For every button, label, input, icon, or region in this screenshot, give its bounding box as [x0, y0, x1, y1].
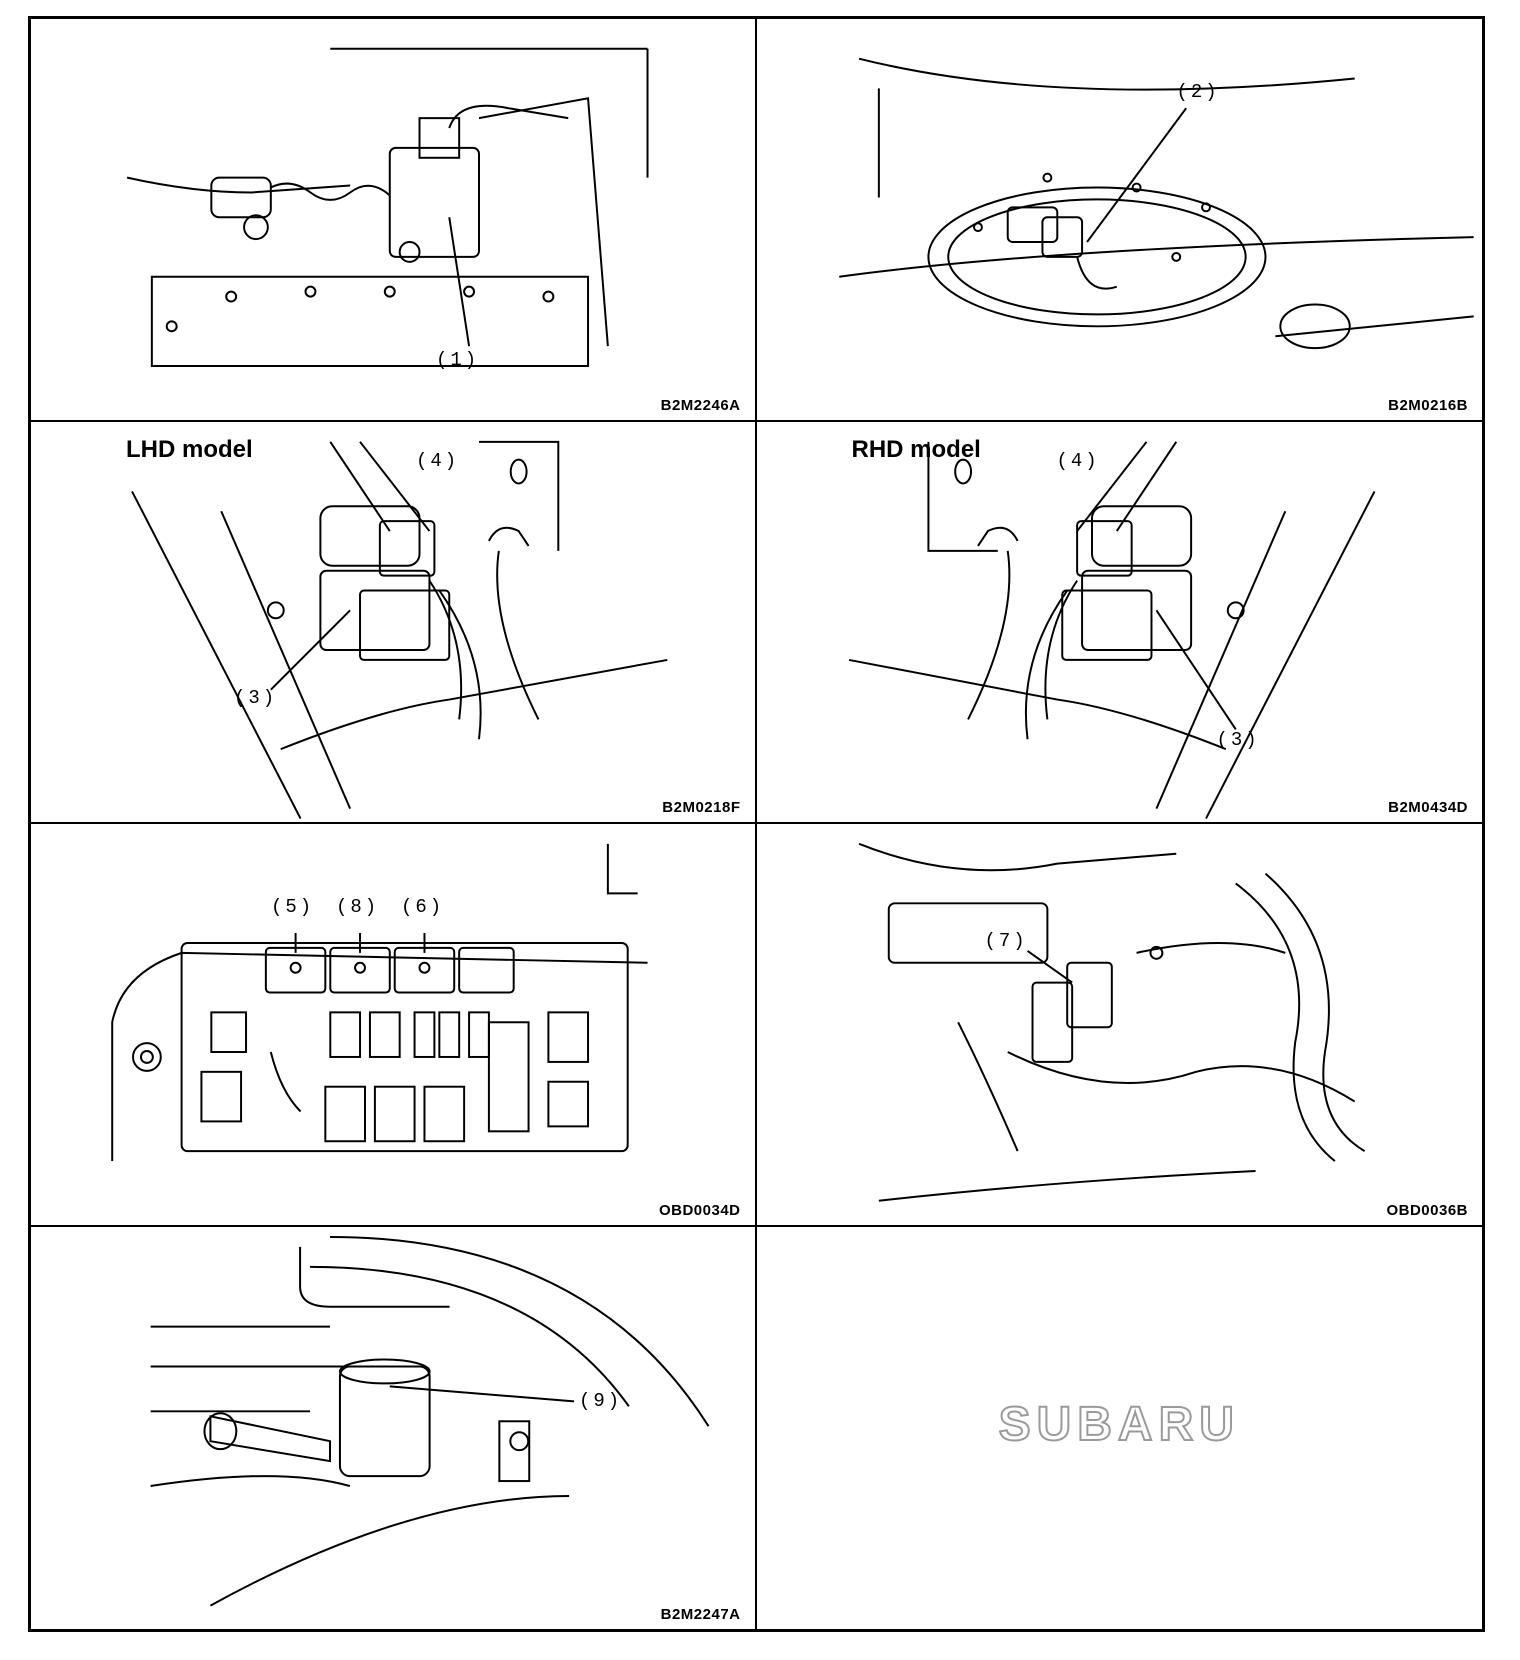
relay-illustration [858, 842, 1365, 1202]
callout-9: (9) [579, 1389, 623, 1412]
subaru-logo: SUBARU [998, 1397, 1240, 1452]
callout-4: (4) [416, 449, 460, 472]
model-label: LHD model [126, 435, 253, 463]
callout-1: (1) [436, 349, 480, 371]
panel-fuel-pump: (2) B2M0216B [756, 19, 1482, 422]
panel-logo: SUBARU [757, 1227, 1483, 1630]
panel-lhd-connectors: LHD model (4) (3) B2M0218F [31, 421, 757, 824]
model-label: RHD model [851, 435, 981, 463]
figure-code: B2M2246A [660, 396, 741, 414]
panel-sensor: (9) B2M2247A [31, 1226, 757, 1629]
callout-3: (3) [234, 686, 278, 709]
figure-code: OBD0034D [658, 1201, 741, 1219]
lhd-connector-illustration [131, 440, 668, 819]
figure-code: B2M2247A [660, 1606, 741, 1623]
callout-2: (2) [1176, 81, 1220, 103]
figure-code: B2M0218F [662, 799, 741, 816]
callout-7: (7) [984, 930, 1028, 952]
transmission-illustration [126, 47, 649, 367]
figure-code: B2M0434D [1388, 799, 1468, 816]
figure-code: B2M0216B [1388, 396, 1468, 414]
panel-fuse-box: (5) (8) (6) OBD0034D [31, 824, 757, 1227]
figure-code: OBD0036B [1386, 1201, 1468, 1219]
callout-3: (3) [1216, 728, 1260, 751]
rhd-connector-illustration [848, 440, 1375, 819]
panel-relay: (7) OBD0036B [756, 824, 1482, 1227]
figure-sheet: (1) B2M2246A (2) B2M0216B [28, 16, 1485, 1632]
fuel-pump-illustration [838, 57, 1474, 350]
callout-8: (8) [336, 896, 380, 918]
panel-transmission: (1) B2M2246A [31, 19, 757, 422]
fuse-box-illustration [111, 843, 648, 1162]
panel-rhd-connectors: RHD model (4) (3) B2M0434D [756, 422, 1482, 824]
callout-5: (5) [271, 896, 315, 918]
callout-4: (4) [1056, 449, 1100, 472]
callout-6: (6) [401, 896, 445, 918]
sensor-illustration [150, 1235, 710, 1606]
